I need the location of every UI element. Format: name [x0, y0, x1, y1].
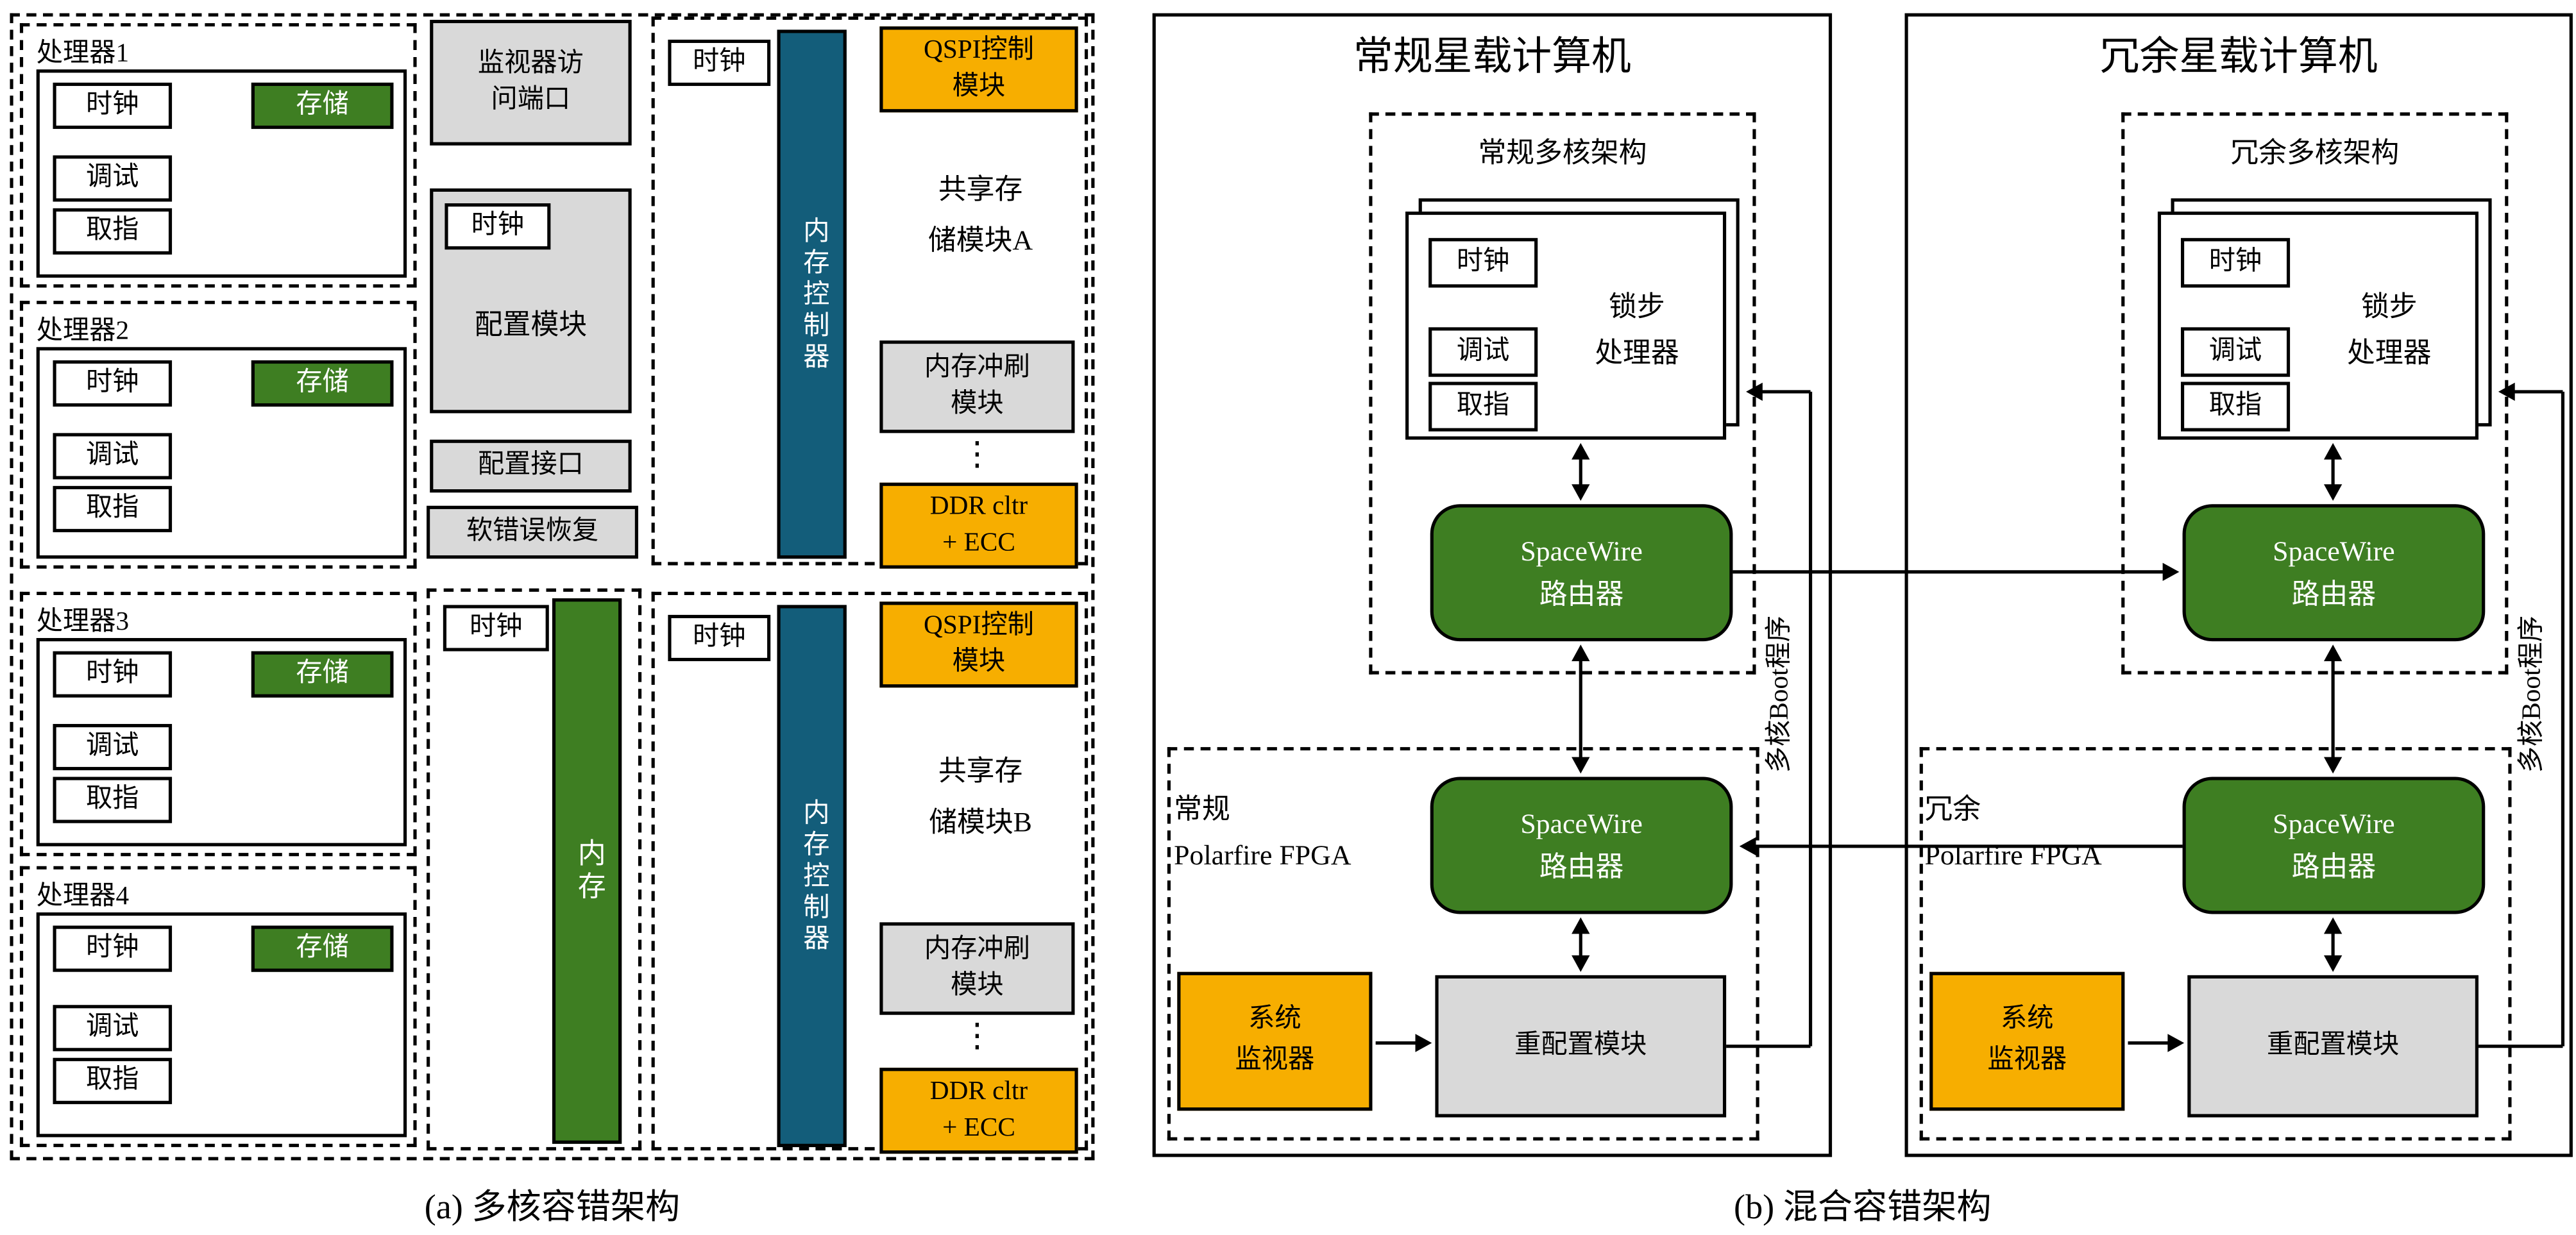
memory-flush-module: 内存冲刷 模块: [879, 922, 1075, 1015]
lockstep-processor-label: 锁步 处理器: [2347, 290, 2432, 369]
clock-box: 时钟: [53, 360, 173, 407]
fetch-box: 取指: [2180, 382, 2291, 432]
processor-box: 处理器4 时钟 存储 调试 取指: [19, 866, 417, 1147]
clock-box: 时钟: [445, 203, 551, 250]
shared-memory-group-a: 时钟 内存控制器 QSPI控制 模块 共享存 储模块A 内存冲刷 模块 ⋮ DD…: [651, 16, 1089, 569]
shared-memory-label: 共享存 储模块B: [929, 755, 1032, 837]
multicore-arch-label: 冗余多核架构: [2230, 137, 2400, 169]
debug-box: 调试: [53, 1005, 173, 1052]
storage-box: 存储: [251, 360, 394, 407]
clock-box: 时钟: [53, 651, 173, 698]
clock-box: 时钟: [2180, 238, 2291, 288]
ddr-ecc-module: DDR cltr + ECC: [879, 1068, 1078, 1154]
memory-flush-module: 内存冲刷 模块: [879, 340, 1075, 433]
processor-core-box: 时钟 存储 调试 取指: [36, 637, 407, 846]
spacewire-router-top: SpaceWire 路由器: [1430, 504, 1733, 642]
processor-label: 处理器2: [36, 317, 130, 346]
config-module-label: 配置模块: [474, 309, 588, 341]
processor-box: 处理器1 时钟 存储 调试 取指: [19, 23, 417, 288]
memory-group-box: 时钟 内存: [427, 588, 642, 1151]
computer-title: 冗余星载计算机: [2099, 36, 2378, 80]
memory-bar: 内存: [552, 598, 622, 1144]
lockstep-stack-front: 时钟 调试 取指 锁步 处理器: [1405, 211, 1727, 440]
storage-box: 存储: [251, 82, 394, 130]
clock-box: 时钟: [443, 605, 549, 651]
soft-error-recovery: 软错误恢复: [427, 505, 638, 559]
shared-memory-label: 共享存 储模块A: [928, 173, 1033, 256]
fpga-label: 常规 Polarfire FPGA: [1174, 793, 1352, 871]
debug-box: 调试: [53, 155, 173, 202]
reconfig-module: 重配置模块: [1435, 975, 1727, 1118]
spacewire-router-top: SpaceWire 路由器: [2182, 504, 2486, 642]
multicore-arch-label: 常规多核架构: [1478, 137, 1647, 169]
shared-memory-group-b: 时钟 内存控制器 QSPI控制 模块 共享存 储模块B 内存冲刷 模块 ⋮ DD…: [651, 591, 1089, 1154]
fetch-box: 取指: [53, 777, 173, 823]
clock-box: 时钟: [668, 614, 771, 662]
ellipsis: ⋮: [960, 1018, 994, 1055]
memory-controller-bar: 内存控制器: [777, 29, 847, 559]
fpga-label: 冗余 Polarfire FPGA: [1924, 793, 2102, 871]
processor-label: 处理器3: [36, 608, 130, 637]
processor-label: 处理器1: [36, 39, 130, 68]
debug-box: 调试: [1428, 327, 1538, 377]
processor-box: 处理器3 时钟 存储 调试 取指: [19, 591, 417, 857]
processor-box: 处理器2 时钟 存储 调试 取指: [19, 301, 417, 569]
boot-program-label: 多核Boot程序: [2518, 616, 2546, 773]
spacewire-router-bottom: SpaceWire 路由器: [1430, 777, 1733, 914]
config-module-box: 时钟 配置模块: [430, 188, 632, 414]
memory-controller-bar: 内存控制器: [777, 605, 847, 1147]
system-monitor: 系统 监视器: [1929, 971, 2125, 1111]
clock-box: 时钟: [1428, 238, 1538, 288]
system-monitor: 系统 监视器: [1177, 971, 1373, 1111]
panel-a-outer-box: [10, 13, 1095, 1161]
fetch-box: 取指: [53, 208, 173, 255]
qspi-control-module: QSPI控制 模块: [879, 26, 1078, 113]
ddr-ecc-module: DDR cltr + ECC: [879, 482, 1078, 569]
spacewire-router-bottom: SpaceWire 路由器: [2182, 777, 2486, 914]
processor-core-box: 时钟 存储 调试 取指: [36, 912, 407, 1138]
debug-box: 调试: [53, 433, 173, 480]
fpga-box: [1919, 747, 2512, 1141]
caption-a: (a) 多核容错架构: [424, 1186, 681, 1227]
storage-box: 存储: [251, 651, 394, 698]
monitor-access-port: 监视器访 问端口: [430, 19, 632, 146]
processor-core-box: 时钟 存储 调试 取指: [36, 69, 407, 278]
caption-b: (b) 混合容错架构: [1734, 1186, 1992, 1227]
storage-box: 存储: [251, 925, 394, 972]
qspi-control-module: QSPI控制 模块: [879, 601, 1078, 688]
clock-box: 时钟: [53, 925, 173, 972]
clock-box: 时钟: [53, 82, 173, 130]
computer-title: 常规星载计算机: [1353, 36, 1631, 80]
config-interface: 配置接口: [430, 439, 632, 493]
fetch-box: 取指: [1428, 382, 1538, 432]
fetch-box: 取指: [53, 485, 173, 533]
fpga-box: [1167, 747, 1759, 1141]
debug-box: 调试: [53, 724, 173, 771]
processor-label: 处理器4: [36, 882, 130, 911]
processor-core-box: 时钟 存储 调试 取指: [36, 347, 407, 559]
lockstep-processor-label: 锁步 处理器: [1595, 290, 1679, 369]
fetch-box: 取指: [53, 1057, 173, 1104]
reconfig-module: 重配置模块: [2187, 975, 2479, 1118]
clock-box: 时钟: [668, 39, 771, 87]
debug-box: 调试: [2180, 327, 2291, 377]
ellipsis: ⋮: [960, 436, 994, 473]
lockstep-stack-front: 时钟 调试 取指 锁步 处理器: [2157, 211, 2479, 440]
boot-program-label: 多核Boot程序: [1765, 616, 1794, 773]
